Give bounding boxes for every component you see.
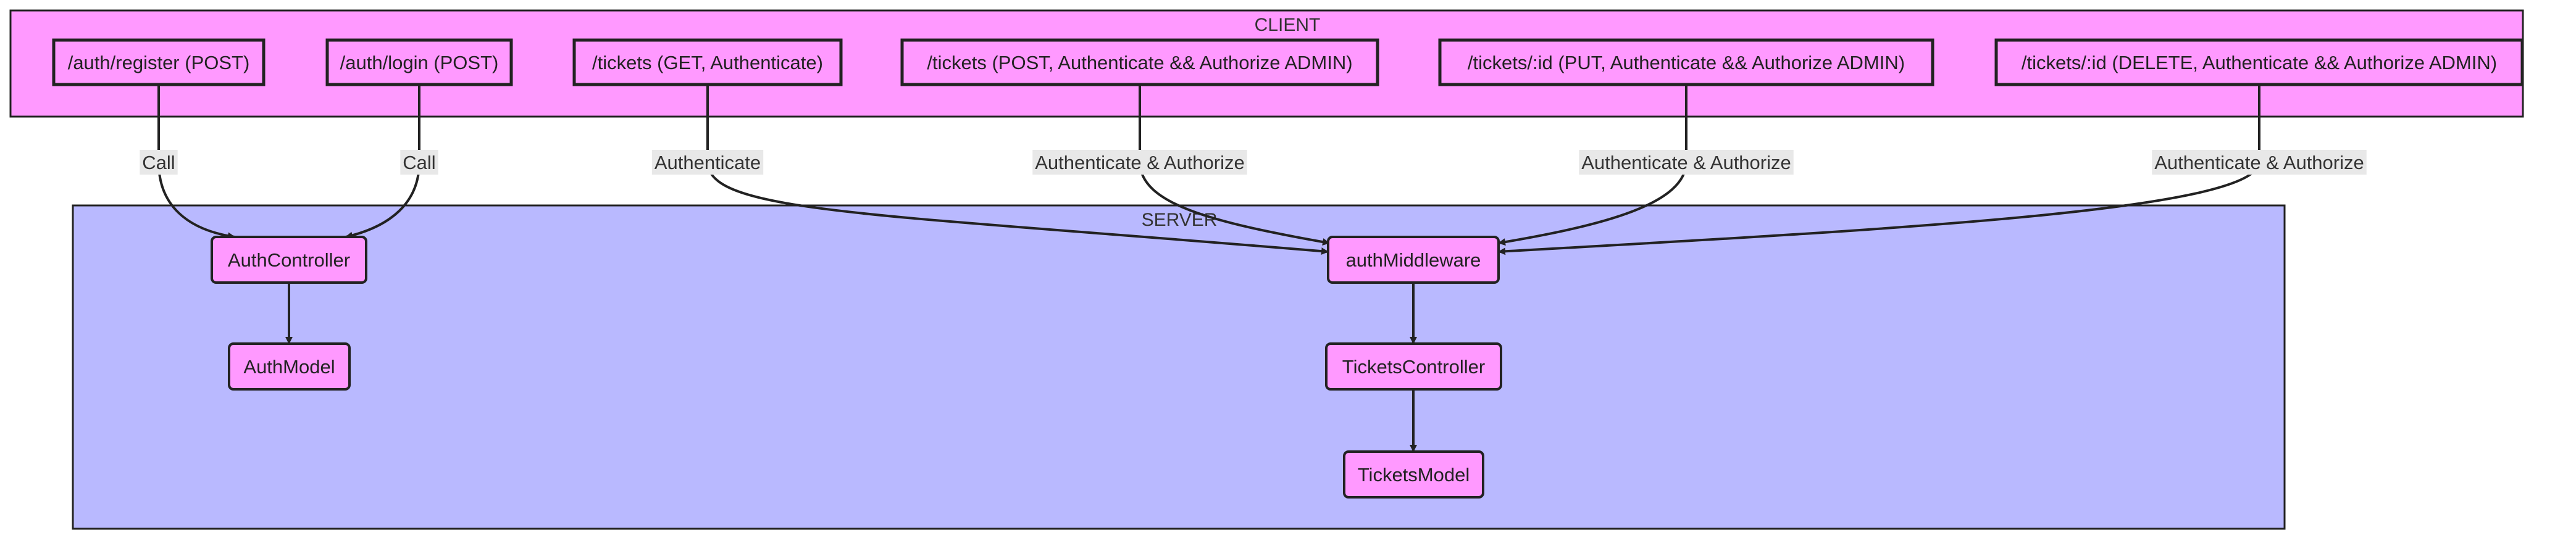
server-subgraph: SERVER xyxy=(72,204,2286,530)
edge-label-text: Authenticate & Authorize xyxy=(1581,152,1791,173)
edge-label-text: Authenticate & Authorize xyxy=(1035,152,1245,173)
node-box xyxy=(228,342,351,391)
node-label: /tickets (POST, Authenticate && Authoriz… xyxy=(927,52,1352,73)
node-label: authMiddleware xyxy=(1346,249,1481,271)
node-label: AuthModel xyxy=(243,356,335,378)
edge-arrow xyxy=(1498,85,2260,255)
edge-label-text: Call xyxy=(403,152,435,173)
edge-label-background xyxy=(651,150,764,175)
node-tickets-model: TicketsModel xyxy=(1343,450,1484,499)
node-box xyxy=(900,38,1379,86)
edge-label: Authenticate & Authorize xyxy=(1032,150,1247,175)
node-box xyxy=(1327,236,1500,284)
server-label: SERVER xyxy=(1142,210,1218,230)
node-label: /tickets/:id (DELETE, Authenticate && Au… xyxy=(2022,52,2497,73)
node-label: /tickets (GET, Authenticate) xyxy=(592,52,823,73)
edge-label-background xyxy=(140,150,178,175)
node-box xyxy=(572,38,843,86)
edge-label-background xyxy=(400,150,438,175)
node-box xyxy=(1325,342,1502,391)
node-auth-controller: AuthController xyxy=(211,236,367,284)
node-register: /auth/register (POST) xyxy=(52,38,266,86)
node-label: TicketsController xyxy=(1342,356,1485,378)
edge-label-text: Authenticate xyxy=(654,152,761,173)
edge-label-background xyxy=(1579,150,1794,175)
node-login: /auth/login (POST) xyxy=(325,38,513,86)
node-tickets-delete: /tickets/:id (DELETE, Authenticate && Au… xyxy=(1994,38,2524,86)
edge-labels: Call Call Authenticate Authenticate & Autho… xyxy=(140,150,2367,175)
node-box xyxy=(1438,38,1934,86)
node-label: AuthController xyxy=(228,249,350,271)
edge-label: Call xyxy=(400,150,438,175)
node-auth-middleware: authMiddleware xyxy=(1327,236,1500,284)
edge-label-text: Call xyxy=(142,152,175,173)
node-tickets-get: /tickets (GET, Authenticate) xyxy=(572,38,843,86)
edge-label: Authenticate & Authorize xyxy=(1579,150,1794,175)
node-label: /auth/login (POST) xyxy=(340,52,499,73)
edge-label-background xyxy=(2152,150,2367,175)
node-tickets-put: /tickets/:id (PUT, Authenticate && Autho… xyxy=(1438,38,1934,86)
node-box xyxy=(1994,38,2524,86)
node-tickets-post: /tickets (POST, Authenticate && Authoriz… xyxy=(900,38,1379,86)
node-tickets-controller: TicketsController xyxy=(1325,342,1502,391)
node-box xyxy=(1343,450,1484,499)
client-label: CLIENT xyxy=(1255,15,1321,35)
edge-label: Authenticate & Authorize xyxy=(2152,150,2367,175)
node-label: /tickets/:id (PUT, Authenticate && Autho… xyxy=(1468,52,1905,73)
edge-label-background xyxy=(1032,150,1247,175)
node-box xyxy=(52,38,266,86)
nodes: /auth/register (POST) /auth/login (POST) /… xyxy=(52,38,2524,499)
edge-label-text: Authenticate & Authorize xyxy=(2154,152,2364,173)
node-label: TicketsModel xyxy=(1358,464,1470,486)
edge-arrow xyxy=(706,85,1329,255)
node-label: /auth/register (POST) xyxy=(68,52,250,73)
node-box xyxy=(325,38,513,86)
node-auth-model: AuthModel xyxy=(228,342,351,391)
node-box xyxy=(211,236,367,284)
edge-label: Authenticate xyxy=(651,150,764,175)
edge-label: Call xyxy=(140,150,178,175)
